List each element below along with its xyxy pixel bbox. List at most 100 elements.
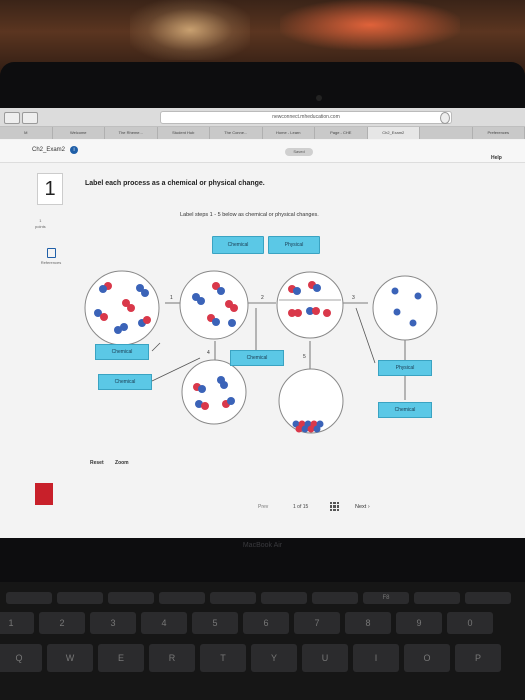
blue-atom (212, 318, 220, 326)
red-atom (323, 309, 331, 317)
leader-line (151, 342, 161, 352)
key: 2 (39, 612, 85, 634)
key (414, 592, 460, 604)
reload-icon[interactable] (440, 112, 450, 124)
blue-atom (393, 308, 401, 316)
red-atom (201, 402, 209, 410)
key (261, 592, 307, 604)
blue-atom (228, 319, 236, 327)
sidebar-toggle-icon[interactable] (4, 112, 20, 124)
blue-atom (293, 287, 301, 295)
drop-zone-step-1[interactable]: Chemical (95, 344, 149, 360)
blue-atom (306, 307, 314, 315)
points-value: 1 (39, 218, 42, 223)
tab-overview-icon[interactable] (22, 112, 38, 124)
references-button[interactable]: References (36, 248, 66, 265)
leader-line (355, 307, 376, 364)
blue-atom (227, 397, 235, 405)
red-atom (122, 299, 130, 307)
red-atom (312, 307, 320, 315)
browser-tab[interactable] (420, 127, 473, 139)
browser-tab[interactable]: Ch2_Exam2 (367, 127, 420, 139)
grid-icon[interactable] (330, 502, 339, 511)
red-atom (307, 425, 315, 433)
key: U (302, 644, 348, 672)
red-atom (230, 304, 238, 312)
browser-tab[interactable]: Welcome (53, 127, 105, 139)
saved-status: Saved (285, 148, 313, 156)
blue-atom (114, 326, 122, 334)
wall-light (280, 0, 460, 50)
browser-tab[interactable]: Page - CHE (315, 127, 368, 139)
drop-zone-step-4[interactable]: Chemical (98, 374, 152, 390)
key: O (404, 644, 450, 672)
key: 5 (192, 612, 238, 634)
step-number: 1 (170, 295, 173, 301)
help-link[interactable]: Help (491, 155, 502, 161)
drop-zone-step-2[interactable]: Chemical (230, 350, 284, 366)
key: F8 (363, 592, 409, 604)
red-atom (127, 304, 135, 312)
key: R (149, 644, 195, 672)
window-light (130, 0, 250, 60)
keyboard-row: Q W E R T Y U I O P (0, 644, 506, 672)
red-atom (143, 316, 151, 324)
browser-tab[interactable]: M (0, 127, 53, 139)
key: 6 (243, 612, 289, 634)
key (159, 592, 205, 604)
question-number: 1 (37, 173, 63, 205)
zoom-button[interactable]: Zoom (115, 460, 129, 466)
blue-atom (220, 381, 228, 389)
browser-tab[interactable]: Student Hub (158, 127, 210, 139)
step-number: 2 (261, 295, 264, 301)
prev-button[interactable]: Prev (258, 504, 269, 510)
next-label: Next (355, 504, 367, 510)
blue-atom (198, 385, 206, 393)
pager: Prev 1 of 15 Next › (0, 483, 525, 518)
key: 3 (90, 612, 136, 634)
key: P (455, 644, 501, 672)
key: 4 (141, 612, 187, 634)
molecule-diagram: 1 2 3 4 5 (84, 270, 438, 434)
blue-atom (120, 323, 128, 331)
red-atom (295, 425, 303, 433)
key: I (353, 644, 399, 672)
drop-zone-step-3[interactable]: Physical (378, 360, 432, 376)
blue-atom (391, 287, 399, 295)
question-controls: Reset Zoom (90, 460, 129, 466)
keyboard: F8 1 2 3 4 5 6 7 8 9 0 Q W E R T Y U I O… (0, 582, 525, 700)
blue-atom (409, 319, 417, 327)
word-bank-physical[interactable]: Physical (268, 236, 320, 254)
blue-atom (136, 284, 144, 292)
info-icon[interactable]: i (70, 146, 78, 154)
beaker-circle-6 (278, 368, 344, 434)
references-icon (46, 248, 56, 258)
word-bank-chemical[interactable]: Chemical (212, 236, 264, 254)
step-number: 3 (352, 295, 355, 301)
key: 9 (396, 612, 442, 634)
keyboard-row: 1 2 3 4 5 6 7 8 9 0 (0, 612, 498, 634)
laptop-screen: newconnect.mheducation.com M Welcome The… (0, 108, 525, 538)
app-header: Ch2_Exam2 i Saved (0, 140, 525, 163)
blue-atom (414, 292, 422, 300)
browser-toolbar: newconnect.mheducation.com (0, 108, 525, 127)
mcgraw-hill-logo (35, 483, 53, 505)
address-bar[interactable]: newconnect.mheducation.com (160, 111, 452, 124)
drop-zone-step-5[interactable]: Chemical (378, 402, 432, 418)
blue-atom (99, 285, 107, 293)
browser-tab[interactable]: The Rheme... (105, 127, 158, 139)
blue-atom (94, 309, 102, 317)
leader-line (151, 357, 201, 382)
next-button[interactable]: Next › (355, 504, 370, 510)
key (312, 592, 358, 604)
exam-title: Ch2_Exam2 (32, 147, 66, 153)
blue-atom (313, 284, 321, 292)
browser-tabs: M Welcome The Rheme... Student Hub The C… (0, 127, 525, 139)
browser-tab[interactable]: Home - Learn (263, 127, 315, 139)
key: 0 (447, 612, 493, 634)
browser-tab[interactable]: The Conne... (210, 127, 263, 139)
beaker-circle-4 (372, 275, 438, 341)
question-prompt: Label each process as a chemical or phys… (85, 180, 265, 187)
reset-button[interactable]: Reset (90, 460, 104, 466)
blue-atom (141, 289, 149, 297)
